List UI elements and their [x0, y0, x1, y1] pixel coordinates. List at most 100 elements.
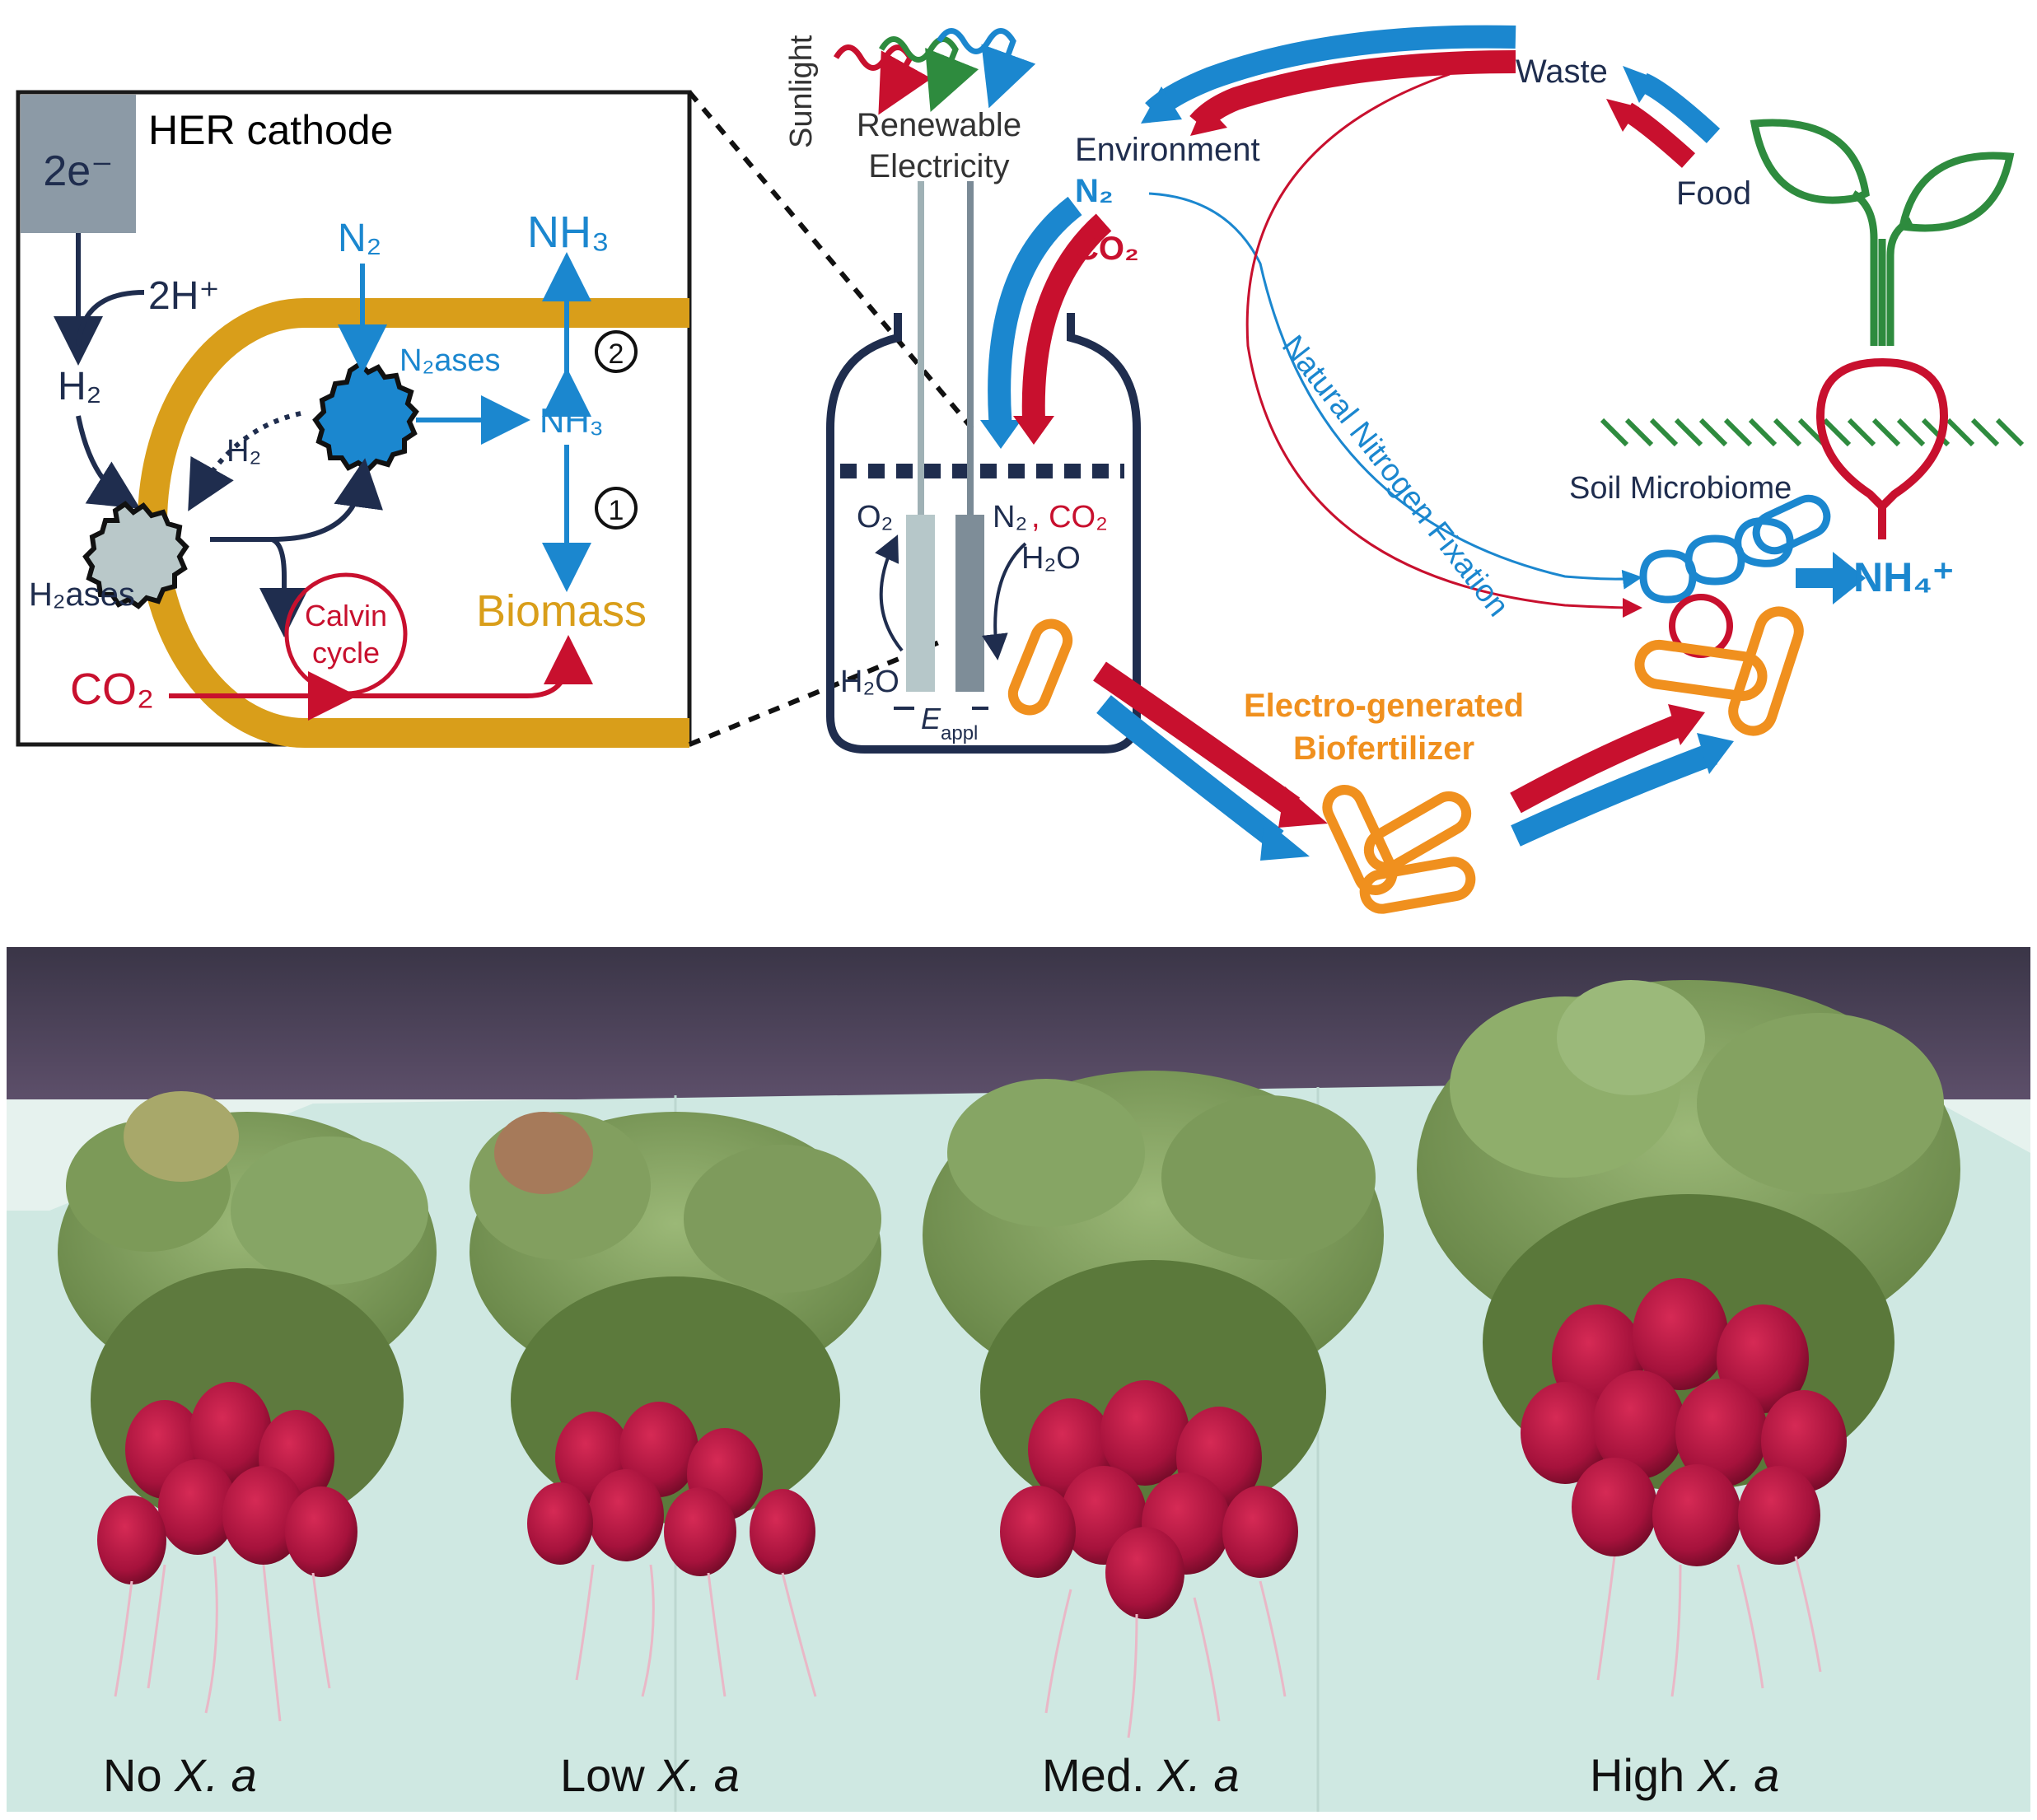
natural-fixation-label: Natural Nitrogen Fixation: [1275, 329, 1516, 623]
soil-bacterium-2: [1728, 606, 1804, 736]
renewable-line1: Renewable: [857, 107, 1021, 143]
h2-to-h2ases-arrow: [76, 415, 141, 509]
food-waste-head-blue: [1623, 66, 1656, 103]
o2-label: O₂: [857, 500, 893, 534]
biofertilizer-line2: Biofertilizer: [1293, 730, 1474, 767]
sunlight-label: Sunlight: [784, 35, 819, 148]
env-n2-label: N₂: [1075, 173, 1114, 209]
cathode-electrode: [955, 515, 984, 692]
nh4-release-arrow: [1796, 552, 1866, 604]
e-appl-subscript: appl: [941, 722, 978, 744]
waste-return-head-red: [1190, 103, 1227, 136]
soil-input-band-red: [1510, 714, 1685, 814]
proton-label: 2H⁺: [148, 274, 220, 318]
electron-label: 2e⁻: [43, 147, 113, 195]
light-wave-red: [833, 44, 932, 115]
zoom-line-bottom: [688, 640, 941, 747]
co2-input-arrow-band: [1021, 213, 1112, 421]
light-wave-green: [878, 36, 979, 112]
soil-microbe-rod: [1752, 494, 1831, 555]
reactor-bacterium: [1007, 618, 1073, 716]
anode-electrode: [906, 515, 935, 692]
n2-reactor-label: N₂: [993, 500, 1027, 534]
bioelectrochemical-reactor: O₂ N₂ , CO₂ H₂O H₂O E appl: [826, 181, 1141, 754]
soil-microbiome-label: Soil Microbiome: [1569, 471, 1792, 506]
label-low-xa: Low X. a: [560, 1749, 740, 1801]
nh3-extracellular-label: NH₃: [527, 208, 610, 257]
reactor-output-band-blue: [1096, 695, 1284, 850]
radish-photo: No X. a Low X. a Med. X. a High X. a: [7, 947, 2030, 1812]
n2-input-arrow-head: [980, 420, 1021, 449]
soil-bacterium-1: [1634, 639, 1768, 702]
food-label: Food: [1676, 175, 1751, 212]
energy-input: Sunlight Renewable Electricity: [784, 28, 1036, 184]
inset-title: HER cathode: [148, 107, 393, 153]
co2-reactor-label: , CO₂: [1031, 500, 1108, 534]
n2ases-label: N₂ases: [399, 343, 500, 378]
her-cathode-inset: 2e⁻ HER cathode 2H⁺ H₂ H₂ases N₂ases N₂ …: [16, 90, 692, 748]
co2-to-biomass-arrow: [169, 635, 593, 698]
reactor-output-head-red: [1278, 786, 1328, 828]
step-2-number: 2: [609, 338, 624, 370]
biofertilizer-bacterium-2: [1363, 791, 1472, 872]
radish-bunch-high: [1417, 980, 1960, 1697]
environment-label: Environment: [1075, 132, 1260, 168]
natural-fixation-line: [1148, 192, 1642, 590]
co2-input-arrow-head: [1013, 416, 1054, 445]
biomass-label: Biomass: [476, 586, 647, 636]
radish-bunch-med: [923, 1071, 1384, 1738]
soil-input-head-blue: [1697, 733, 1734, 774]
h2-recycle-label: H₂: [227, 434, 261, 469]
cathode-reduction-arrow: [981, 542, 1027, 660]
label-high-xa: High X. a: [1590, 1749, 1779, 1801]
inset-co2-label: CO₂: [70, 665, 154, 714]
water-oxidation-arrow: [875, 534, 904, 652]
zoom-line-top: [687, 91, 974, 430]
h2-recycle-arrow: [188, 411, 301, 511]
energy-to-n2ases-arrow: [210, 458, 383, 542]
waste-label: Waste: [1516, 54, 1608, 90]
env-co2-label: CO₂: [1075, 231, 1139, 267]
waste-return-band-red: [1189, 50, 1516, 132]
label-med-xa: Med. X. a: [1042, 1749, 1240, 1801]
food-waste-head-red: [1606, 99, 1639, 132]
electron-source-box: [21, 95, 136, 233]
calvin-label-line1: Calvin: [305, 599, 387, 632]
reactor-output-head-blue: [1260, 819, 1310, 861]
soil-input-head-red: [1668, 704, 1705, 745]
h2ases-cell: [82, 501, 189, 609]
h2o-cathode-label: H₂O: [1021, 541, 1081, 576]
step-1-badge: [595, 487, 638, 530]
reactor-vessel: [826, 313, 1141, 754]
reactor-output-band-red: [1093, 661, 1301, 817]
nh3-intracellular-label: NH₃: [540, 401, 604, 440]
natural-carbon-line: [1245, 72, 1642, 618]
inset-n2-label: N₂: [338, 217, 381, 260]
energy-to-calvin-arrow: [259, 537, 309, 637]
soil-input-band-blue: [1511, 742, 1717, 847]
e-appl-label: E: [921, 702, 941, 735]
radish-bunch-no: [58, 1091, 437, 1722]
light-wave-blue: [936, 28, 1036, 109]
step-1-number: 1: [609, 495, 624, 526]
renewable-line2: Electricity: [868, 148, 1009, 184]
calvin-label-line2: cycle: [312, 636, 380, 670]
step-2-badge: [595, 330, 638, 373]
label-no-xa: No X. a: [103, 1749, 257, 1801]
h2ases-label: H₂ases: [29, 576, 135, 613]
soil-microbe-chain: [1639, 517, 1794, 604]
soil-surface-hatching: [1600, 418, 2025, 447]
biofertilizer-bacterium-3: [1359, 856, 1476, 914]
radish-bunch-low: [470, 1112, 881, 1697]
biofertilizer-bacterium-1: [1322, 785, 1398, 895]
h2-label: H₂: [58, 365, 101, 408]
n2-input-arrow-band: [988, 196, 1082, 430]
waste-return-band-blue: [1145, 25, 1516, 120]
proton-merge-line: [76, 290, 145, 347]
nh4-label: NH₄⁺: [1853, 554, 1954, 600]
h2o-anode-label: H₂O: [840, 665, 899, 699]
radish-plant-icon: [1750, 119, 2015, 539]
waste-return-head-blue: [1141, 86, 1182, 124]
biofertilizer-line1: Electro-generated: [1244, 688, 1524, 724]
